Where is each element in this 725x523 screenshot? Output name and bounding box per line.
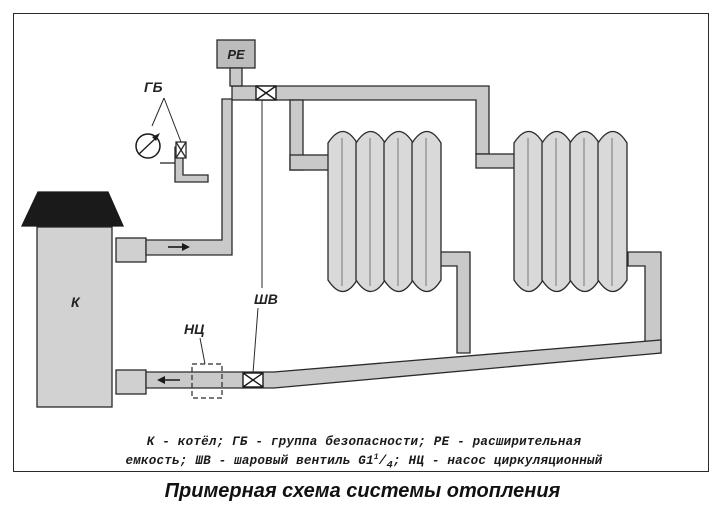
pump-label: НЦ: [184, 321, 204, 337]
diagram-caption: Примерная схема системы отопления: [164, 480, 561, 502]
safety-group-leader-2: [151, 97, 165, 127]
expansion-tank-label: РЕ: [227, 47, 245, 62]
legend-line-2: емкость; ШВ - шаровый вентиль G11/4; НЦ …: [24, 450, 704, 474]
flow-arrow-supply: [168, 243, 190, 251]
return-pipe: [145, 339, 662, 389]
boiler-label: К: [71, 294, 81, 310]
radiator-1-feed: [289, 99, 331, 171]
legend-fraction-slash: /: [378, 454, 387, 469]
legend-line-2-end: ; НЦ - насос циркуляционный: [393, 454, 603, 469]
legend-fraction-denominator: 4: [386, 459, 394, 472]
radiator-2: [513, 130, 628, 293]
radiator-1-return: [439, 251, 471, 354]
safety-group-label: ГБ: [144, 79, 163, 95]
pump-leader: [199, 337, 206, 365]
legend-line-2-start: емкость; ШВ - шаровый вентиль G1: [125, 454, 374, 469]
flow-arrow-return: [157, 376, 180, 384]
safety-group-branch: [174, 141, 209, 183]
ball-valve-top: [255, 85, 277, 101]
legend-line-1: К - котёл; ГБ - группа безопасности; РЕ …: [146, 435, 582, 449]
safety-group-leader-1: [163, 97, 182, 143]
ball-valve-label: ШВ: [254, 291, 278, 307]
legend-fraction-numerator: 1: [373, 453, 379, 462]
ball-valve-bottom-leader: [252, 307, 259, 374]
radiator-1: [327, 130, 442, 293]
radiator-2-feed: [475, 153, 517, 169]
ball-valve-bottom: [242, 372, 264, 388]
pressure-gauge-icon: [135, 133, 175, 164]
legend: К - котёл; ГБ - группа безопасности; РЕ …: [24, 434, 704, 474]
boiler: [20, 191, 147, 408]
radiator-2-return: [627, 251, 662, 354]
expansion-tank: [216, 39, 256, 87]
